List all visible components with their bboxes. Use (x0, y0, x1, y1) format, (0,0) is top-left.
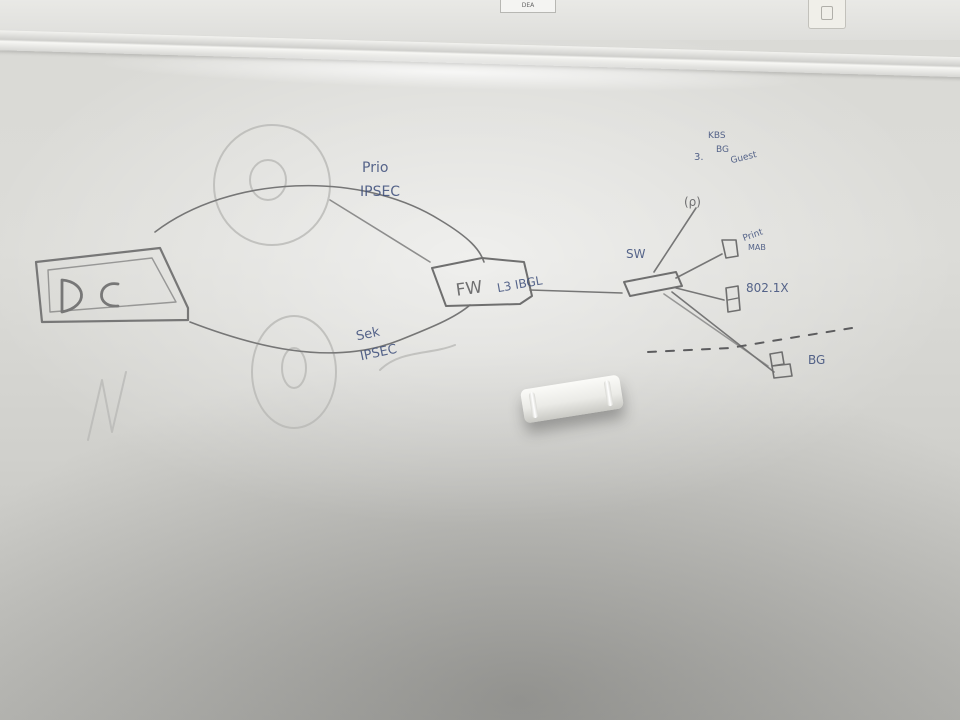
ap-label: (ρ) (684, 195, 701, 209)
dc-box (34, 246, 190, 324)
dot1x-label: 802.1X (746, 281, 789, 295)
link-fw-sw (529, 289, 623, 294)
sw-label: SW (626, 247, 646, 261)
printer-icon (721, 239, 739, 259)
list-number: 3. (694, 152, 704, 163)
prio-label: Prio (362, 160, 388, 176)
ghost-cloud-top-inner (249, 159, 287, 201)
sw-node (623, 271, 683, 297)
fw-label: FW (455, 277, 484, 301)
dc-box-inner (47, 257, 177, 313)
list-item-guest: Guest (730, 150, 759, 166)
ghost-letter (87, 371, 127, 441)
dashed-boundary (647, 327, 853, 353)
mab-label: MAB (748, 243, 766, 252)
dot1x-icon (725, 285, 741, 313)
dc-letter-d (60, 278, 83, 314)
bg-node (769, 351, 793, 379)
bg-icon (769, 351, 785, 367)
link-sw-dot1x (675, 287, 725, 301)
link-sw-print (675, 253, 723, 279)
l3-label: L3 IBGL (496, 273, 544, 295)
bg-icon-base (771, 363, 793, 379)
dot1x-node (725, 285, 741, 313)
fw-box (431, 257, 533, 307)
ghost-scribble (379, 344, 456, 371)
link-prio (154, 184, 485, 263)
fw-node (431, 257, 533, 307)
link-sek (189, 304, 471, 354)
dc-label: DC (0, 0, 2, 1)
print-label: Print (742, 227, 765, 244)
sw-box (623, 271, 683, 297)
link-sw-bg-2 (663, 293, 769, 367)
bg-label: BG (808, 353, 825, 367)
wall-outlet (808, 0, 846, 29)
dc-letter-c (100, 282, 120, 308)
link-prio-short (329, 199, 431, 263)
dot1x-icon-inner (727, 297, 739, 301)
wall (0, 0, 960, 40)
ghost-cloud-top (213, 124, 331, 246)
ghost-cloud-bottom-inner (281, 347, 307, 389)
ghost-cloud-bottom (251, 315, 337, 429)
dc-node (34, 246, 190, 324)
sek-label: Sek (355, 325, 382, 345)
rail-sticker: DEA (500, 0, 556, 13)
list-item-bg: BG (716, 145, 729, 155)
connections (154, 184, 775, 373)
printer-node (721, 239, 739, 259)
list-item-kbs: KBS (708, 131, 726, 141)
prio-ipsec-label: IPSEC (360, 184, 400, 200)
ghost-marks (87, 124, 456, 441)
link-sw-ap (653, 207, 697, 273)
